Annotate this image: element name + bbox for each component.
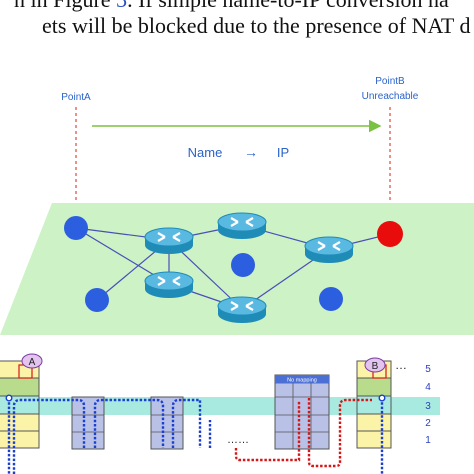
- point-b-status: Unreachable: [362, 91, 419, 102]
- point-b-label: PointB: [375, 76, 405, 87]
- right-protocol-stack: [356, 357, 392, 449]
- router-icon: [216, 295, 268, 325]
- layer-number-5: 5: [425, 364, 431, 375]
- router-icon: [303, 235, 355, 265]
- paper-text-1b: . If simple name-to-IP conversion na: [127, 0, 449, 12]
- packet-path-blue: [7, 398, 212, 474]
- point-a-node: [64, 216, 88, 240]
- router-icon: [216, 211, 268, 241]
- point-a-label: PointA: [61, 92, 91, 103]
- point-b-node: [377, 221, 403, 247]
- paper-text-line-2: ets will be blocked due to the presence …: [42, 13, 471, 38]
- router-icon: [143, 270, 195, 300]
- host-node: [231, 253, 255, 277]
- layer-number-1: 1: [425, 435, 431, 446]
- layer-3-band: [0, 397, 440, 415]
- right-dots: …: [395, 358, 407, 372]
- ip-label: IP: [277, 145, 289, 160]
- paper-text-1a: n in Figure: [14, 0, 116, 12]
- badge-b: [364, 357, 386, 373]
- badge-a-label: A: [29, 357, 36, 368]
- router-icon: [143, 226, 195, 256]
- name-label: Name: [188, 145, 223, 160]
- layer-number-3: 3: [425, 401, 431, 412]
- packet-path-red: [234, 398, 372, 468]
- no-mapping-label: No mapping: [287, 378, 317, 384]
- left-protocol-stack: [0, 353, 43, 449]
- badge-b-label: B: [372, 361, 379, 372]
- arrow-glyph: →: [244, 144, 258, 160]
- ellipsis: ……: [227, 434, 249, 446]
- figure-reference[interactable]: 3: [116, 0, 127, 12]
- router-stacks: [71, 396, 184, 450]
- layer-number-2: 2: [425, 418, 431, 429]
- nat-stack: [274, 374, 330, 450]
- badge-a: [21, 353, 43, 369]
- host-node: [85, 288, 109, 312]
- host-node: [319, 287, 343, 311]
- layer-number-4: 4: [425, 382, 431, 393]
- paper-text-line-1: n in Figure 3. If simple name-to-IP conv…: [14, 0, 474, 13]
